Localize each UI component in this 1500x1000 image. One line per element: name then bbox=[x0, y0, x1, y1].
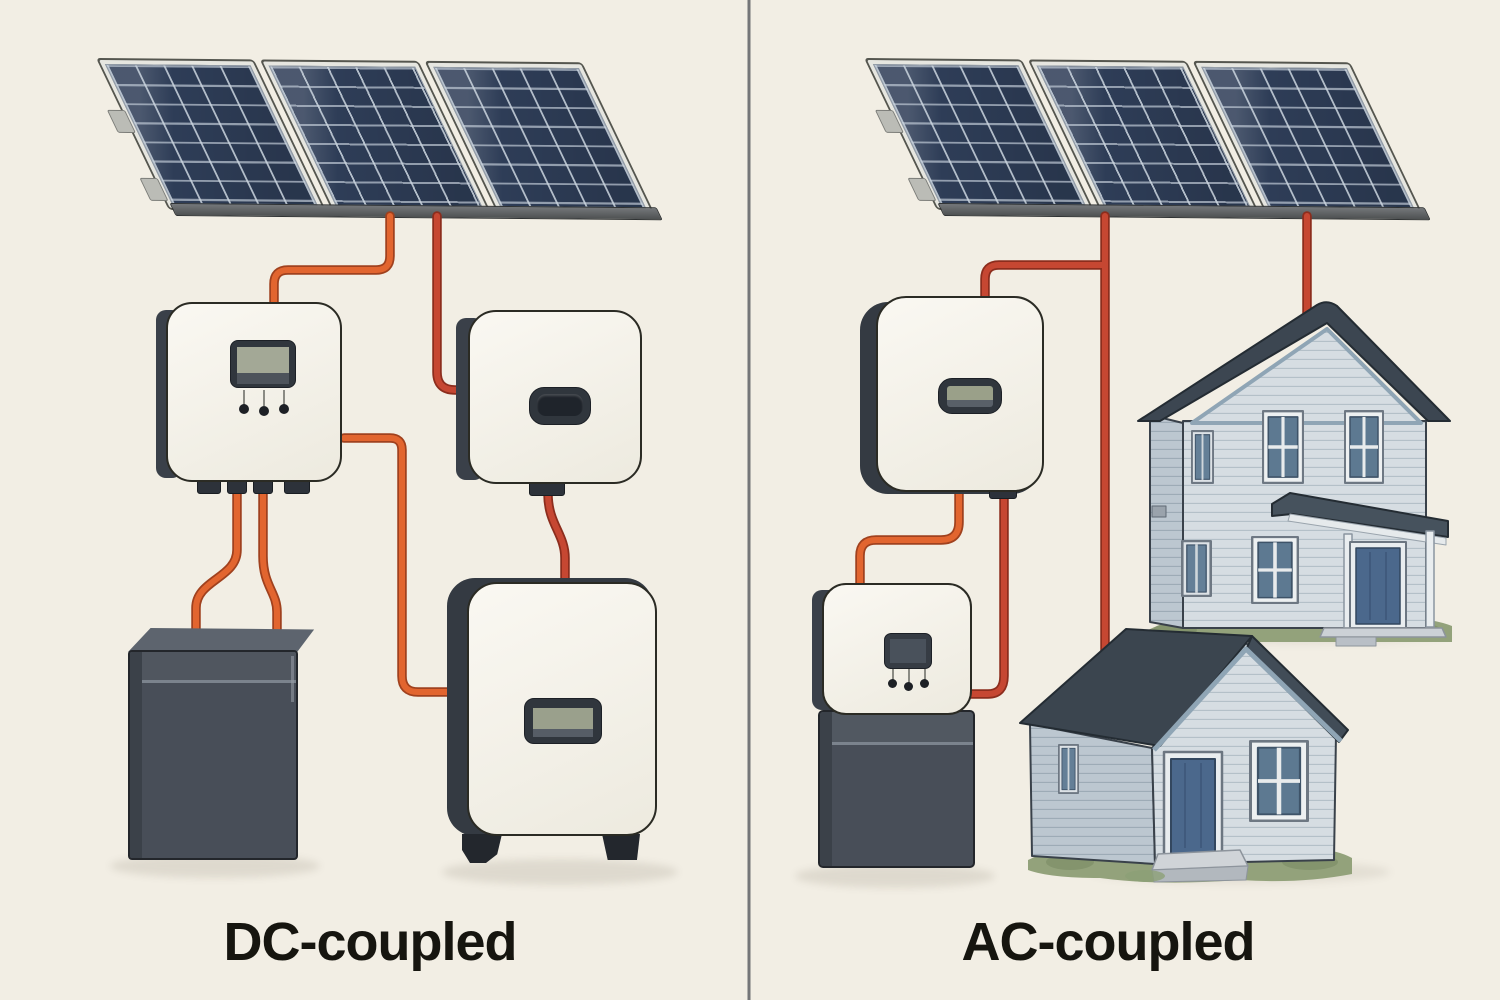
battery-dc bbox=[128, 650, 298, 860]
label-dc-coupled: DC-coupled bbox=[223, 912, 518, 972]
battery-dc-top bbox=[128, 628, 315, 652]
house-side-wall bbox=[1029, 723, 1156, 865]
lcd-screen bbox=[237, 347, 289, 373]
lcd-screen bbox=[890, 639, 926, 663]
lcd-band bbox=[947, 400, 993, 407]
window bbox=[1058, 744, 1079, 794]
indicator-line bbox=[263, 390, 265, 406]
battery-ac bbox=[818, 710, 975, 868]
battery-lid bbox=[820, 712, 973, 742]
display-glass bbox=[537, 394, 583, 416]
door bbox=[1170, 758, 1216, 855]
house-side-wall bbox=[1149, 414, 1184, 629]
status-led bbox=[920, 679, 929, 688]
status-led bbox=[239, 404, 249, 414]
battery-seam bbox=[130, 680, 296, 683]
battery-shading bbox=[820, 712, 832, 866]
porch-post bbox=[1425, 530, 1435, 628]
lcd-band bbox=[237, 373, 289, 384]
status-led bbox=[259, 406, 269, 416]
one-story-house bbox=[1019, 628, 1352, 883]
window bbox=[1251, 536, 1299, 604]
lcd-screen bbox=[947, 386, 993, 400]
wire-controller-to-battery-1 bbox=[191, 485, 242, 647]
indicator-line bbox=[908, 669, 910, 684]
divider-line bbox=[747, 0, 751, 1000]
door bbox=[1355, 547, 1401, 625]
battery-highlight bbox=[291, 656, 294, 702]
house-gable bbox=[1190, 327, 1423, 425]
roof-fascia bbox=[1152, 646, 1343, 752]
wire-pv-to-inverter-dc bbox=[432, 211, 475, 395]
indicator-line bbox=[283, 390, 285, 406]
lcd-screen bbox=[533, 708, 593, 729]
wire-inverter-to-controller-ac bbox=[855, 486, 964, 597]
porch-roof bbox=[1271, 492, 1449, 538]
window bbox=[1191, 430, 1214, 484]
two-story-house bbox=[1137, 301, 1452, 647]
wire-inverter-to-battery-ac bbox=[961, 493, 1009, 699]
battery-lid bbox=[130, 652, 296, 680]
wire-controller-to-storage-dc bbox=[339, 433, 467, 697]
window bbox=[1344, 410, 1384, 484]
charge-controller-dc bbox=[166, 302, 342, 482]
window bbox=[1262, 410, 1304, 484]
status-led bbox=[279, 404, 289, 414]
window bbox=[1251, 741, 1308, 820]
wire-controller-to-battery-2 bbox=[258, 485, 282, 639]
indicator-line bbox=[243, 390, 245, 406]
status-led bbox=[904, 682, 913, 691]
indicator-line bbox=[924, 669, 926, 681]
house-roof bbox=[1137, 301, 1451, 422]
porch-fascia bbox=[1287, 513, 1447, 546]
unit-foot bbox=[602, 834, 640, 860]
porch-step bbox=[1335, 636, 1377, 647]
wall-fixture bbox=[1151, 505, 1167, 518]
lcd-band bbox=[533, 729, 593, 737]
indicator-line bbox=[892, 669, 894, 681]
wire-pv-to-charge-controller-dc bbox=[269, 211, 395, 315]
window bbox=[1181, 540, 1212, 597]
wire-inverter-to-storage-dc bbox=[543, 489, 570, 597]
label-ac-coupled: AC-coupled bbox=[961, 912, 1256, 972]
battery-seam bbox=[820, 742, 973, 745]
wire-pv-to-house-and-inverter-ac bbox=[980, 211, 1110, 663]
porch-floor bbox=[1319, 627, 1447, 638]
battery-shading bbox=[130, 652, 142, 858]
status-led bbox=[888, 679, 897, 688]
